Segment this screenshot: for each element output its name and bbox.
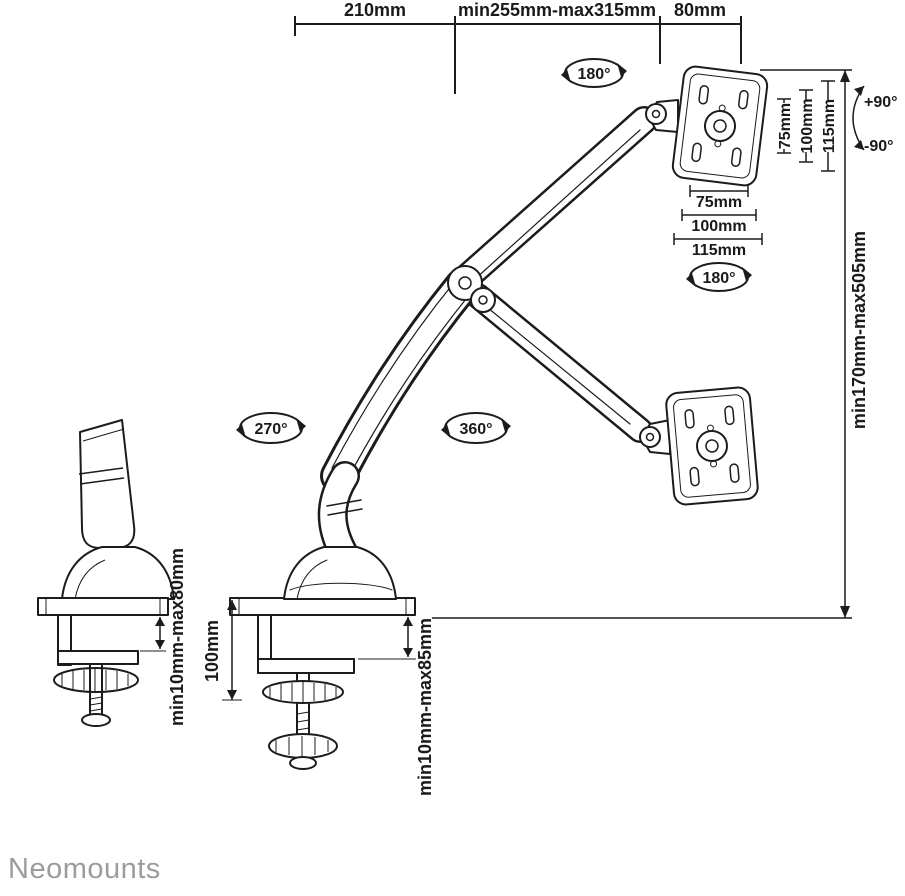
arm-assembly xyxy=(283,106,658,600)
vesa-plate-lowered xyxy=(639,386,759,506)
swivel-elbow-label: 360° xyxy=(459,421,492,438)
tilt-up-label: +90° xyxy=(864,94,898,111)
vesa-side-dimension-lines xyxy=(777,80,835,172)
rotation-indicator-vesa-180 xyxy=(686,262,752,292)
clamp-main-range-label: min10mm-max85mm xyxy=(415,618,435,796)
tilt-arc xyxy=(852,85,865,151)
swivel-vesa-label: 180° xyxy=(702,270,735,287)
height-dimension-lines xyxy=(432,69,852,619)
swivel-base-label: 270° xyxy=(254,421,287,438)
clamp-side-range-label: min10mm-max80mm xyxy=(167,548,187,726)
dim-extension-range-label: min255mm-max315mm xyxy=(458,0,656,20)
top-dimension-lines xyxy=(294,16,742,94)
dim-vesa-width-label: 80mm xyxy=(674,0,726,20)
vesa-side-75-label: 75mm xyxy=(777,103,794,149)
dim-arm-reach-label: 210mm xyxy=(344,0,406,20)
vesa-side-115-label: 115mm xyxy=(821,99,838,153)
vesa-plate-top xyxy=(645,65,769,187)
rotation-indicator-elbow-360 xyxy=(441,412,511,444)
clamp-height-label: 100mm xyxy=(202,620,222,682)
desk-clamp-main xyxy=(229,597,416,770)
vesa-bottom-100-label: 100mm xyxy=(691,218,746,235)
brand-logo: Neomounts xyxy=(8,853,161,885)
vesa-side-100-label: 100mm xyxy=(799,98,816,153)
rotation-indicator-base-270 xyxy=(236,412,306,444)
height-range-label: min170mm-max505mm xyxy=(849,231,869,429)
clamp-dimension-lines xyxy=(140,600,416,701)
rotation-indicator-top-180 xyxy=(561,58,627,88)
vesa-bottom-dimension-lines xyxy=(673,185,763,245)
swivel-top-label: 180° xyxy=(577,66,610,83)
base-side-view xyxy=(37,419,175,727)
vesa-bottom-115-label: 115mm xyxy=(692,242,746,259)
tilt-down-label: -90° xyxy=(864,138,894,155)
vesa-bottom-75-label: 75mm xyxy=(696,194,742,211)
